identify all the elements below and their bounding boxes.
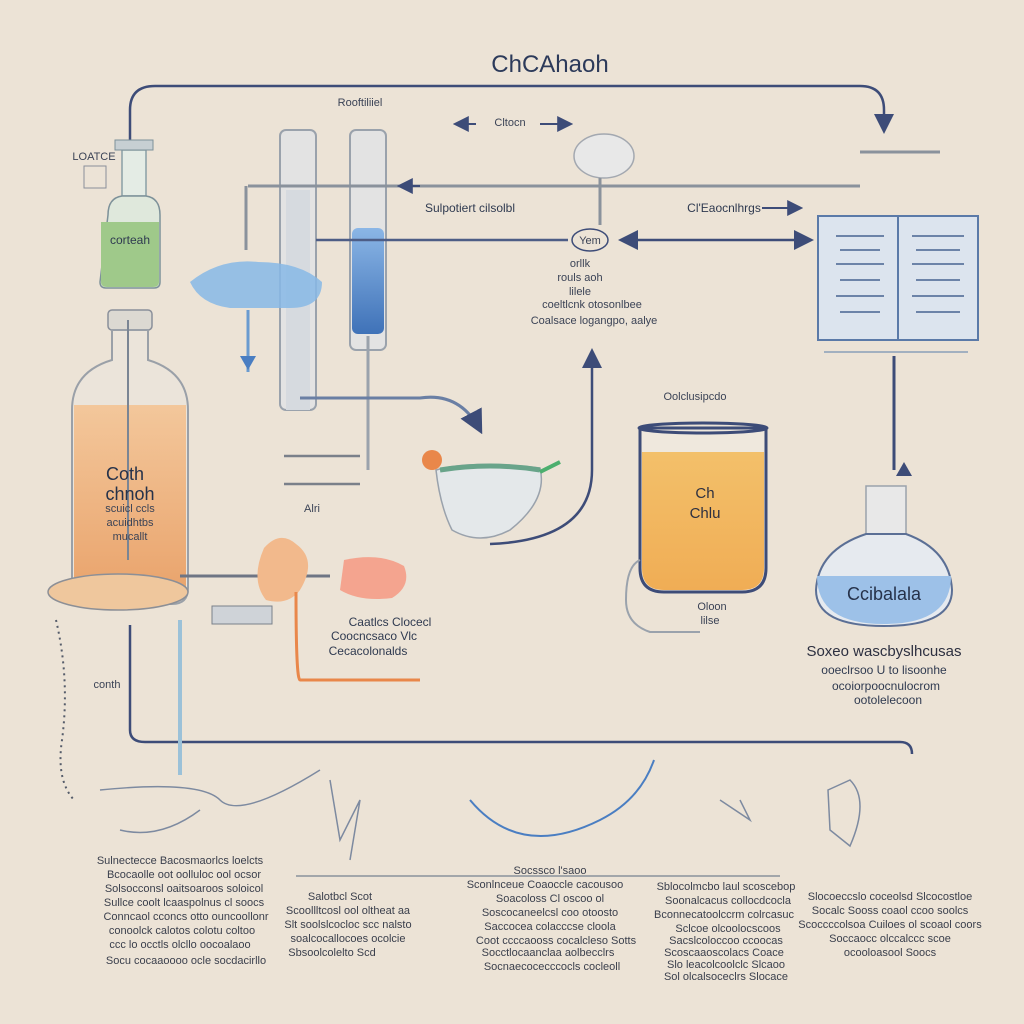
col3-line-8: Socnaecocecccocls cocleoll: [484, 961, 620, 973]
center-line-4: coeltlcnk otosonlbee: [542, 299, 642, 311]
tube-label: Sulpotiert cilsolbl: [425, 201, 515, 215]
bottom-loop-pipe: [128, 625, 914, 755]
top-center-funnel: [573, 133, 635, 179]
col5-line-4: Soccaocc olccalccc scoe: [829, 933, 951, 945]
col1-line-3: Solsocconsl oaitsoaroos soloicol: [105, 883, 263, 895]
col4-line-4: Sclcoe olcoolocscoos: [675, 923, 781, 935]
pink-text-3: Cecacolonalds: [329, 644, 408, 658]
right-block-4: ootolelecoon: [854, 693, 922, 707]
bottle-sub-line-3: mucallt: [113, 531, 148, 543]
col2-line-1: Salotbcl Scot: [308, 891, 372, 903]
col4-line-5: Sacslcoloccoo ccoocas: [669, 935, 783, 947]
bottom-column-5: Slocoeccslo coceolsd Slcocostloe Socalc …: [798, 891, 982, 959]
right-display-panel: [817, 215, 979, 353]
beaker-top-label: Oolclusipcdo: [664, 391, 727, 403]
col4-line-6: Scoscaaoscolacs Coace: [664, 947, 784, 959]
center-node[interactable]: [571, 228, 609, 252]
beaker-text-1: Ch: [695, 485, 714, 502]
left-lower-label: conth: [94, 679, 121, 691]
col1-line-5: Conncaol cconcs otto ouncoollonr: [103, 911, 268, 923]
arrow-label-top: Cltocn: [494, 117, 525, 129]
col1-line-6: conoolck calotos colotu coltoo: [109, 925, 255, 937]
center-line-2: rouls aoh: [557, 272, 602, 284]
center-line-1: orllk: [570, 258, 591, 270]
bottom-column-3: Socssco l'saoo Sconlnceue Coaoccle cacou…: [467, 865, 637, 973]
bottle-main-line-2: chnoh: [105, 484, 154, 504]
col2-line-5: Sbsoolcolelto Scd: [288, 947, 375, 959]
left-tag: LOATCE: [72, 151, 115, 163]
left-dotted-chain: [55, 619, 75, 801]
col2-line-2: Scoollltcosl ool oltheat aa: [286, 905, 411, 917]
col4-line-8: Sol olcalsoceclrs Slocace: [664, 971, 788, 983]
top-small-label: Rooftiliiel: [338, 97, 383, 109]
bottom-column-4: Sblocolmcbo laul scoscebop Soonalcacus c…: [654, 881, 795, 983]
pump-assembly: Alri: [211, 503, 420, 682]
col3-line-6: Coot ccccaooss cocalcleso Sotts: [476, 935, 637, 947]
bottom-column-1: Sulnectecce Bacosmaorlcs loelcts Bcocaol…: [97, 855, 269, 967]
beaker-text-2: Chlu: [690, 505, 721, 522]
bottle-sub-line-1: scuicl ccls: [105, 503, 155, 515]
col4-line-2: Soonalcacus collocdcocla: [665, 895, 792, 907]
col4-line-7: Slo leacolcoolclc Slcaoo: [667, 959, 785, 971]
col2-line-3: Slt soolslcocloc scc nalsto: [284, 919, 411, 931]
col1-line-4: Sullce coolt lcaaspolnus cl soocs: [104, 897, 265, 909]
beaker: [624, 421, 769, 633]
col5-line-1: Slocoeccslo coceolsd Slcocostloe: [808, 891, 972, 903]
center-node-label: Yem: [579, 235, 601, 247]
center-line-3: lilele: [569, 286, 591, 298]
right-block-1: Soxeo wascbyslhcusas: [806, 643, 961, 660]
col3-line-2: Sconlnceue Coaoccle cacousoo: [467, 879, 624, 891]
up-curve-arrow: [489, 348, 602, 546]
col3-line-4: Soscocaneelcsl coo otoosto: [482, 907, 618, 919]
col3-line-5: Saccocea colacccse cloola: [484, 921, 616, 933]
small-green-flask: [99, 139, 161, 289]
mixer-label: Alri: [304, 503, 320, 515]
col3-line-1: Socssco l'saoo: [513, 865, 586, 877]
col3-line-3: Soacoloss Cl oscoo ol: [496, 893, 604, 905]
pink-text-1: Caatlcs Clocecl: [349, 615, 432, 629]
round-flask-label: Ccibalala: [847, 584, 922, 604]
col1-line-8: Socu cocaaoooo ocle socdacirllo: [106, 955, 266, 967]
bottom-sketches: [99, 759, 861, 877]
col1-line-7: ccc lo occtls olcllo oocoalaoo: [109, 939, 250, 951]
mixer-sieve: [422, 450, 561, 539]
right-arrow-label: Cl'Eaocnlhrgs: [687, 201, 761, 215]
diagram-title: ChCAhaoh: [491, 51, 608, 78]
col4-line-3: Bconnecatoolccrm colrcasuc: [654, 909, 795, 921]
top-loop-pipe: [128, 84, 894, 140]
col1-line-1: Sulnectecce Bacosmaorlcs loelcts: [97, 855, 264, 867]
col5-line-5: ocooloasool Soocs: [844, 947, 937, 959]
left-tag-box: [83, 165, 107, 189]
bottle-sub-line-2: acuidhtbs: [106, 517, 154, 529]
col5-line-2: Socalc Sooss coaol ccoo soolcs: [812, 905, 969, 917]
beaker-below-1: Oloon: [697, 601, 726, 613]
beaker-below-2: lilse: [701, 615, 720, 627]
round-flask: [814, 485, 954, 628]
large-bottle: [47, 309, 330, 611]
bottle-main-line-1: Coth: [106, 464, 144, 484]
distillation-column: [190, 129, 860, 486]
right-block-2: ooeclrsoo U to lisoonhe: [821, 663, 947, 677]
small-flask-label: corteah: [110, 233, 150, 247]
right-block-3: ocoiorpoocnulocrom: [832, 679, 940, 693]
col5-line-3: Scoccccolsoa Cuiloes ol scoaol coors: [798, 919, 982, 931]
col2-line-4: soalcocallocoes ocolcie: [291, 933, 406, 945]
pink-text-2: Coocncsaco Vlc: [331, 629, 417, 643]
center-line-5: Coalsace logangpo, aalye: [531, 315, 658, 327]
col4-line-1: Sblocolmcbo laul scoscebop: [657, 881, 796, 893]
col3-line-7: Socctlocaanclaa aolbecclrs: [482, 947, 615, 959]
col1-line-2: Bcocaolle oot oolluloc ool ocsor: [107, 869, 261, 881]
bottom-column-2: Salotbcl Scot Scoollltcosl ool oltheat a…: [284, 891, 411, 959]
